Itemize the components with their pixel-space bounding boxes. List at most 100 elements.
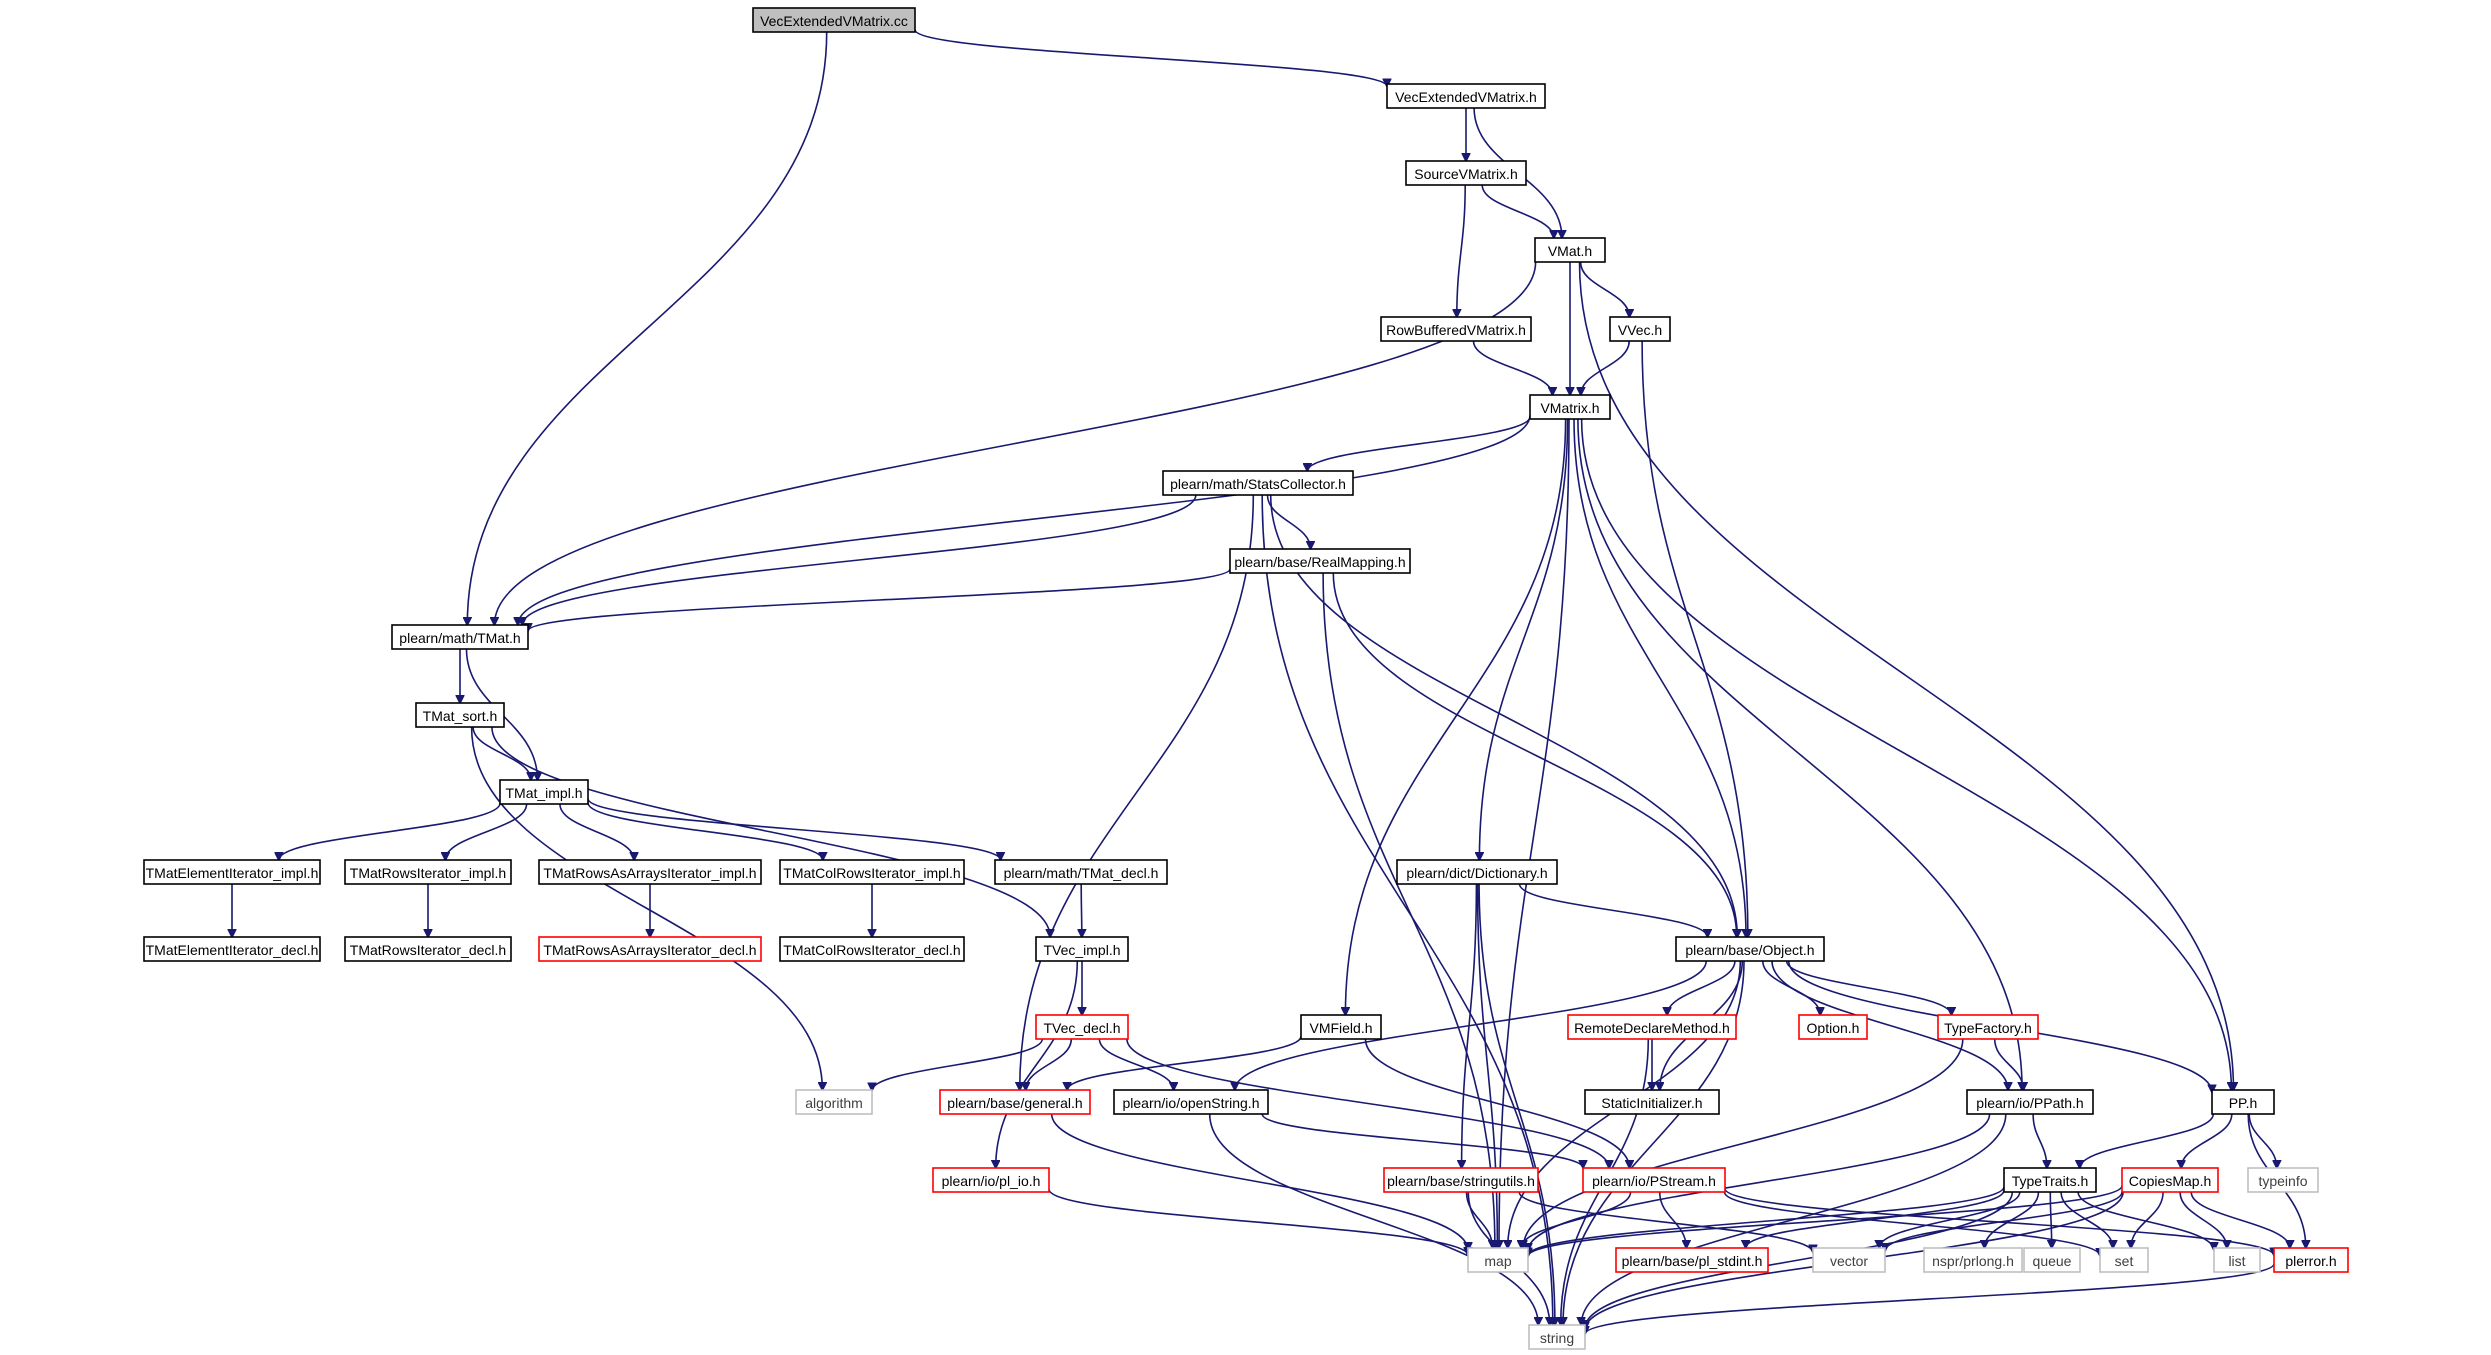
node-algorithm[interactable]: algorithm	[795, 1089, 873, 1115]
node-queue[interactable]: queue	[2023, 1247, 2081, 1273]
node-plearn-math-tmat-decl-h[interactable]: plearn/math/TMat_decl.h	[994, 859, 1168, 885]
node-pp-h[interactable]: PP.h	[2211, 1089, 2275, 1115]
node-set[interactable]: set	[2099, 1247, 2149, 1273]
node-box	[1113, 1089, 1269, 1115]
node-plearn-io-openstring-h[interactable]: plearn/io/openString.h	[1113, 1089, 1269, 1115]
node-typefactory-h[interactable]: TypeFactory.h	[1937, 1014, 2039, 1040]
edge-tmat-sort-h-to-algorithm	[470, 726, 823, 1090]
node-box	[2121, 1167, 2219, 1193]
node-plearn-math-statscollector-h[interactable]: plearn/math/StatsCollector.h	[1162, 470, 1354, 496]
node-sourcevmatrix-h[interactable]: SourceVMatrix.h	[1405, 160, 1527, 186]
edge-typefactory-h-to-map	[1523, 1038, 1964, 1248]
node-tmatcolrowsiterator-decl-h[interactable]: TMatColRowsIterator_decl.h	[779, 936, 965, 962]
node-plearn-base-general-h[interactable]: plearn/base/general.h	[939, 1089, 1091, 1115]
node-plearn-io-ppath-h[interactable]: plearn/io/PPath.h	[1966, 1089, 2094, 1115]
node-box	[752, 7, 916, 33]
node-box	[1609, 316, 1671, 342]
edge-tvec-decl-h-to-algorithm	[872, 1038, 1044, 1091]
edge-copiesmap-h-to-vector	[1885, 1191, 2123, 1251]
node-tmatrowsiterator-decl-h[interactable]: TMatRowsIterator_decl.h	[344, 936, 512, 962]
node-list[interactable]: list	[2213, 1247, 2261, 1273]
node-nspr-prlong-h[interactable]: nspr/prlong.h	[1923, 1247, 2023, 1273]
node-copiesmap-h[interactable]: CopiesMap.h	[2121, 1167, 2219, 1193]
node-box	[1383, 1167, 1539, 1193]
node-box	[1467, 1247, 1529, 1273]
node-box	[779, 859, 965, 885]
node-vecextendedvmatrix-h[interactable]: VecExtendedVMatrix.h	[1386, 83, 1546, 109]
node-string[interactable]: string	[1528, 1324, 1586, 1350]
node-tvec-decl-h[interactable]: TVec_decl.h	[1035, 1014, 1129, 1040]
edge-plearn-io-pstream-h-to-plearn-base-pl-stdint-h	[1658, 1191, 1687, 1248]
edge-tmat-sort-h-to-tmat-impl-h	[472, 726, 531, 780]
edge-vvec-h-to-vmatrix-h	[1581, 340, 1630, 395]
edge-tvec-decl-h-to-plearn-io-openstring-h	[1098, 1038, 1173, 1090]
node-tvec-impl-h[interactable]: TVec_impl.h	[1035, 936, 1129, 962]
node-box	[1035, 1014, 1129, 1040]
edge-plearn-io-openstring-h-to-plearn-io-pstream-h	[1261, 1113, 1583, 1168]
node-tmat-impl-h[interactable]: TMat_impl.h	[499, 779, 589, 805]
edge-plearn-math-statscollector-h-to-plearn-base-general-h	[1020, 494, 1255, 1090]
node-plearn-base-realmapping-h[interactable]: plearn/base/RealMapping.h	[1229, 548, 1411, 574]
node-vvec-h[interactable]: VVec.h	[1609, 316, 1671, 342]
node-tmatelementiterator-impl-h[interactable]: TMatElementIterator_impl.h	[143, 859, 321, 885]
node-plearn-io-pl-io-h[interactable]: plearn/io/pl_io.h	[932, 1167, 1050, 1193]
edge-plearn-math-statscollector-h-to-plearn-base-realmapping-h	[1266, 494, 1311, 549]
edge-plearn-io-pl-io-h-to-map	[1048, 1188, 1468, 1255]
node-label: plearn/base/RealMapping.h	[1234, 554, 1405, 570]
node-vmatrix-h[interactable]: VMatrix.h	[1529, 394, 1611, 420]
node-remotedeclaremethod-h[interactable]: RemoteDeclareMethod.h	[1567, 1014, 1737, 1040]
edge-typetraits-h-to-queue	[2050, 1191, 2051, 1248]
node-label: CopiesMap.h	[2129, 1173, 2212, 1189]
node-label: Option.h	[1807, 1020, 1860, 1036]
node-typeinfo[interactable]: typeinfo	[2247, 1167, 2319, 1193]
edge-plearn-math-statscollector-h-to-string	[1261, 494, 1553, 1325]
edge-typetraits-h-to-string	[1585, 1191, 2014, 1328]
node-box	[795, 1089, 873, 1115]
node-typetraits-h[interactable]: TypeTraits.h	[2003, 1167, 2097, 1193]
node-plearn-dict-dictionary-h[interactable]: plearn/dict/Dictionary.h	[1396, 859, 1558, 885]
node-option-h[interactable]: Option.h	[1798, 1014, 1868, 1040]
node-box	[779, 936, 965, 962]
edge-typetraits-h-to-plearn-base-pl-stdint-h	[1746, 1189, 2005, 1248]
node-plearn-io-pstream-h[interactable]: plearn/io/PStream.h	[1582, 1167, 1726, 1193]
node-rowbufferedvmatrix-h[interactable]: RowBufferedVMatrix.h	[1380, 316, 1532, 342]
node-tmatelementiterator-decl-h[interactable]: TMatElementIterator_decl.h	[143, 936, 321, 962]
node-label: plearn/io/pl_io.h	[942, 1173, 1041, 1189]
node-plerror-h[interactable]: plerror.h	[2273, 1247, 2349, 1273]
node-box	[1567, 1014, 1737, 1040]
node-tmatrowsasarraysiterator-impl-h[interactable]: TMatRowsAsArraysIterator_impl.h	[538, 859, 762, 885]
node-vmfield-h[interactable]: VMField.h	[1300, 1014, 1382, 1040]
node-plearn-base-stringutils-h[interactable]: plearn/base/stringutils.h	[1383, 1167, 1539, 1193]
edge-tvec-impl-h-to-plearn-io-pl-io-h	[996, 960, 1079, 1168]
node-plearn-base-pl-stdint-h[interactable]: plearn/base/pl_stdint.h	[1615, 1247, 1769, 1273]
node-box	[1162, 470, 1354, 496]
node-box	[2273, 1247, 2349, 1273]
file-nodes: VecExtendedVMatrix.ccVecExtendedVMatrix.…	[143, 7, 2349, 1350]
node-label: typeinfo	[2258, 1173, 2307, 1189]
node-tmatrowsasarraysiterator-decl-h[interactable]: TMatRowsAsArraysIterator_decl.h	[538, 936, 762, 962]
edge-typetraits-h-to-set	[2060, 1191, 2113, 1248]
node-vector[interactable]: vector	[1812, 1247, 1886, 1273]
node-label: SourceVMatrix.h	[1414, 166, 1517, 182]
edge-tmat-sort-h-to-tvec-impl-h	[491, 726, 1050, 937]
node-tmatcolrowsiterator-impl-h[interactable]: TMatColRowsIterator_impl.h	[779, 859, 965, 885]
edge-plearn-base-object-h-to-plearn-io-openstring-h	[1235, 960, 1707, 1090]
node-plearn-math-tmat-h[interactable]: plearn/math/TMat.h	[391, 624, 529, 650]
node-map[interactable]: map	[1467, 1247, 1529, 1273]
edge-copiesmap-h-to-map	[1528, 1185, 2123, 1257]
edge-vmatrix-h-to-pp-h	[1580, 418, 2232, 1090]
node-label: TMat_sort.h	[423, 708, 498, 724]
node-tmatrowsiterator-impl-h[interactable]: TMatRowsIterator_impl.h	[344, 859, 512, 885]
node-tmat-sort-h[interactable]: TMat_sort.h	[415, 702, 505, 728]
node-label: VMat.h	[1548, 243, 1592, 259]
node-box	[1405, 160, 1527, 186]
edge-plearn-io-pstream-h-to-map	[1521, 1191, 1632, 1248]
node-box	[1798, 1014, 1868, 1040]
edge-tmat-impl-h-to-tmatrowsasarraysiterator-impl-h	[559, 803, 634, 860]
node-staticinitializer-h[interactable]: StaticInitializer.h	[1584, 1089, 1720, 1115]
node-vmat-h[interactable]: VMat.h	[1534, 237, 1606, 263]
node-box	[1966, 1089, 2094, 1115]
node-box	[1300, 1014, 1382, 1040]
node-plearn-base-object-h[interactable]: plearn/base/Object.h	[1675, 936, 1825, 962]
